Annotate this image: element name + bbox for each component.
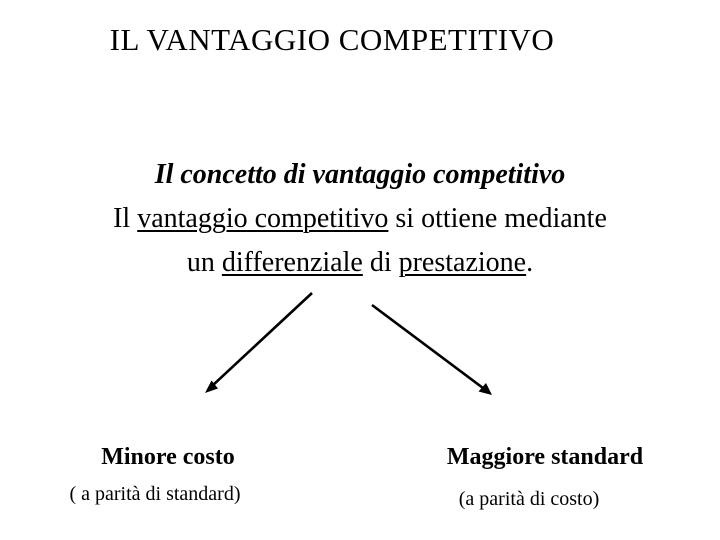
branch-label-maggiore-standard: Maggiore standard	[446, 444, 644, 470]
arrow-down-right-shaft	[371, 303, 484, 390]
body-line-1: Il vantaggio competitivo si ottiene medi…	[40, 197, 680, 241]
arrow-down-left-shaft	[211, 292, 313, 387]
body-text-segment: di	[362, 247, 399, 278]
underlined-term-differenziale: differenziale	[221, 247, 363, 278]
body-text-segment: un	[186, 247, 222, 278]
branch-note-parita-costo: (a parità di costo)	[458, 488, 600, 510]
arrow-down-right-head	[478, 383, 492, 395]
underlined-term-prestazione: prestazione	[398, 247, 527, 278]
underlined-term-vantaggio-competitivo: vantaggio competitivo	[137, 203, 389, 234]
concept-text-block: Il concetto di vantaggio competitivo Il …	[40, 153, 680, 285]
branch-label-minore-costo: Minore costo	[101, 444, 235, 470]
body-text-segment: Il	[113, 203, 138, 234]
branch-note-parita-standard: ( a parità di standard)	[69, 483, 241, 505]
arrow-down-left-icon	[205, 292, 313, 393]
body-text-segment: .	[526, 247, 534, 278]
body-line-2: un differenziale di prestazione.	[40, 241, 680, 285]
slide-title: IL VANTAGGIO COMPETITIVO	[109, 22, 555, 57]
concept-subtitle: Il concetto di vantaggio competitivo	[154, 159, 566, 190]
arrow-down-left-head	[205, 380, 218, 393]
arrow-down-right-icon	[371, 303, 492, 395]
body-text-segment: si ottiene mediante	[388, 203, 607, 234]
